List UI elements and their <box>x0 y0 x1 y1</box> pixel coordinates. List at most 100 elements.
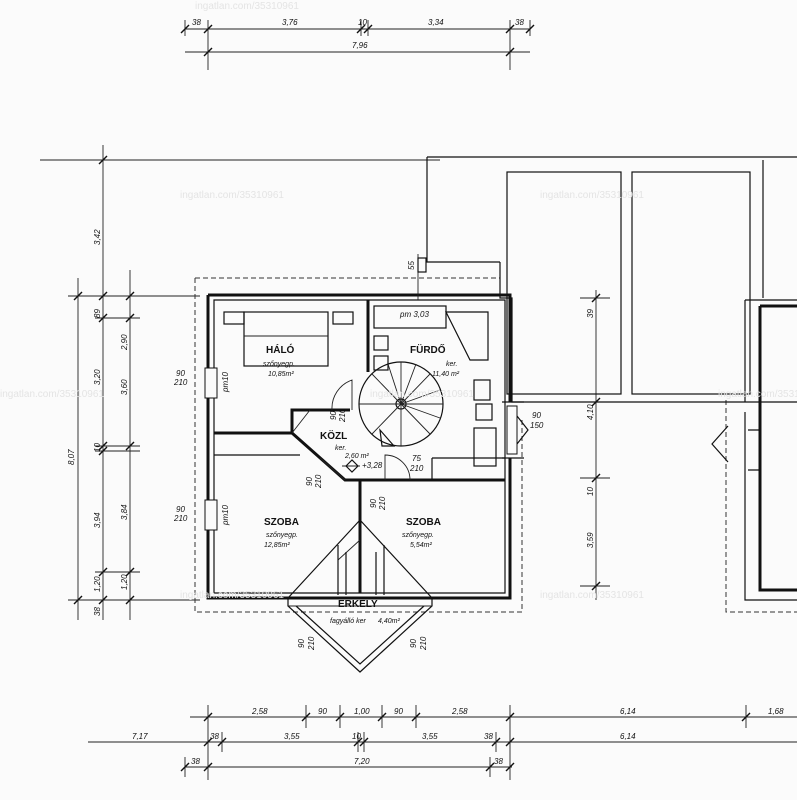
window-height-left-2: 210 <box>174 514 188 523</box>
room-area-erkely: 4,40m² <box>378 618 400 625</box>
dim-top-5: 38 <box>515 18 524 27</box>
balcony-door-width-2: 90 <box>409 639 418 648</box>
bottom-dimension-lines <box>88 705 797 780</box>
door-width-center-1: 90 <box>329 411 338 420</box>
window-height-right: 150 <box>530 421 544 430</box>
watermark-text: ingatlan.com/35310961 <box>540 590 644 601</box>
dim-left-i: 3,60 <box>120 379 129 395</box>
watermark-text: ingatlan.com/35310961 <box>0 389 104 400</box>
door-height-corridor: 210 <box>410 464 424 473</box>
window-width-left-2: 90 <box>176 505 185 514</box>
door-height-szoba: 210 <box>378 496 387 510</box>
watermark-text: ingatlan.com/35310961 <box>540 190 644 201</box>
dim-bot-7: 1,68 <box>768 707 784 716</box>
room-area-szoba-2: 5,54m² <box>410 542 432 549</box>
dim-bot2-3: 3,55 <box>284 732 300 741</box>
room-area-kozl: 2,60 m² <box>345 453 369 460</box>
dim-left-g: 38 <box>93 607 102 616</box>
right-dimension-lines <box>580 290 610 600</box>
dim-bot3-1: 38 <box>191 757 200 766</box>
level-marker <box>342 459 360 473</box>
dim-bot-1: 2,58 <box>252 707 268 716</box>
left-dimension-lines <box>40 145 440 620</box>
room-floor-kozl: ker. <box>335 445 347 452</box>
dim-bot2-4: 10 <box>352 732 361 741</box>
room-floor-erkely: fagyálló ker <box>330 618 366 625</box>
dim-right-c: 10 <box>586 487 595 496</box>
dim-top-2: 3,76 <box>282 18 298 27</box>
door-width-corridor: 75 <box>412 454 421 463</box>
room-area-szoba-1: 12,85m² <box>264 542 290 549</box>
door-height-center-2: 210 <box>314 474 323 488</box>
dim-top-4: 3,34 <box>428 18 444 27</box>
room-name-furdo: FÜRDŐ <box>410 345 446 356</box>
dim-bot2-7: 6,14 <box>620 732 636 741</box>
room-area-halo: 10,85m² <box>268 371 294 378</box>
dim-top-overall: 7,96 <box>352 41 368 50</box>
dim-left-h: 2,90 <box>120 334 129 350</box>
room-name-kozl: KÖZL <box>320 431 348 442</box>
dim-bot3-2: 7,20 <box>354 757 370 766</box>
top-marker <box>417 254 427 300</box>
dim-bot-4: 90 <box>394 707 403 716</box>
room-floor-szoba-2: szőnyegp. <box>402 532 434 539</box>
balcony-door-height-1: 210 <box>307 636 316 650</box>
marker-label: 55 <box>407 261 416 270</box>
room-floor-furdo: ker. <box>446 361 458 368</box>
room-floor-halo: szőnyegp. <box>263 361 295 368</box>
watermark-text: ingatlan.com/35310961 <box>180 190 284 201</box>
dim-right-b: 4,10 <box>586 404 595 420</box>
adjacent-structure <box>426 156 797 601</box>
dim-right-a: 39 <box>586 309 595 318</box>
dim-left-b: 89 <box>93 309 102 318</box>
dim-bot-2: 90 <box>318 707 327 716</box>
dim-bot2-1: 7,17 <box>132 732 148 741</box>
dim-top-3: 10 <box>358 18 367 27</box>
top-dimension-lines <box>180 20 535 70</box>
bedroom-fixtures <box>223 311 354 367</box>
sill-label-1: pm10 <box>221 371 230 392</box>
bathroom-fixtures <box>373 305 497 467</box>
level-label: +3,28 <box>362 461 383 470</box>
room-name-szoba-2: SZOBA <box>406 517 441 528</box>
door-width-center-2: 90 <box>305 477 314 486</box>
room-name-halo: HÁLÓ <box>266 345 295 356</box>
sill-label-2: pm10 <box>221 504 230 525</box>
room-name-erkely: ERKÉLY <box>338 599 378 610</box>
dim-right-d: 3,59 <box>586 532 595 548</box>
window-width-left-1: 90 <box>176 369 185 378</box>
dim-left-f: 1,20 <box>93 576 102 592</box>
room-name-szoba-1: SZOBA <box>264 517 299 528</box>
balcony-door-width-1: 90 <box>297 639 306 648</box>
door-height-center-1: 210 <box>338 408 347 422</box>
dim-left-overall: 8,07 <box>67 449 76 465</box>
balcony-door-height-2: 210 <box>419 636 428 650</box>
watermark-text: ingatlan.com/35310961 <box>718 389 797 400</box>
window-height-left-1: 210 <box>174 378 188 387</box>
room-floor-szoba-1: szőnyegp. <box>266 532 298 539</box>
balcony <box>287 519 433 673</box>
dim-top-1: 38 <box>192 18 201 27</box>
dim-bot2-5: 3,55 <box>422 732 438 741</box>
dim-left-k: 1,20 <box>120 574 129 590</box>
dim-bot2-6: 38 <box>484 732 493 741</box>
door-swings <box>291 379 411 561</box>
dim-left-e: 3,94 <box>93 512 102 528</box>
dim-bot-3: 1,00 <box>354 707 370 716</box>
watermark-text: ingatlan.com/35310961 <box>195 1 299 12</box>
door-width-szoba: 90 <box>369 499 378 508</box>
watermark-text: ingatlan.com/35310961 <box>180 590 284 601</box>
exterior-walls <box>206 293 524 600</box>
room-area-furdo: 11,40 m² <box>432 371 460 378</box>
dim-left-d: 10 <box>93 443 102 452</box>
dim-bot-6: 6,14 <box>620 707 636 716</box>
window-width-right: 90 <box>532 411 541 420</box>
dim-bot2-2: 38 <box>210 732 219 741</box>
shower-label: pm 3,03 <box>400 310 429 319</box>
watermark-text: ingatlan.com/35310961 <box>370 389 474 400</box>
dim-left-c: 3,20 <box>93 369 102 385</box>
dim-left-a: 3,42 <box>93 229 102 245</box>
dim-left-j: 3,84 <box>120 504 129 520</box>
